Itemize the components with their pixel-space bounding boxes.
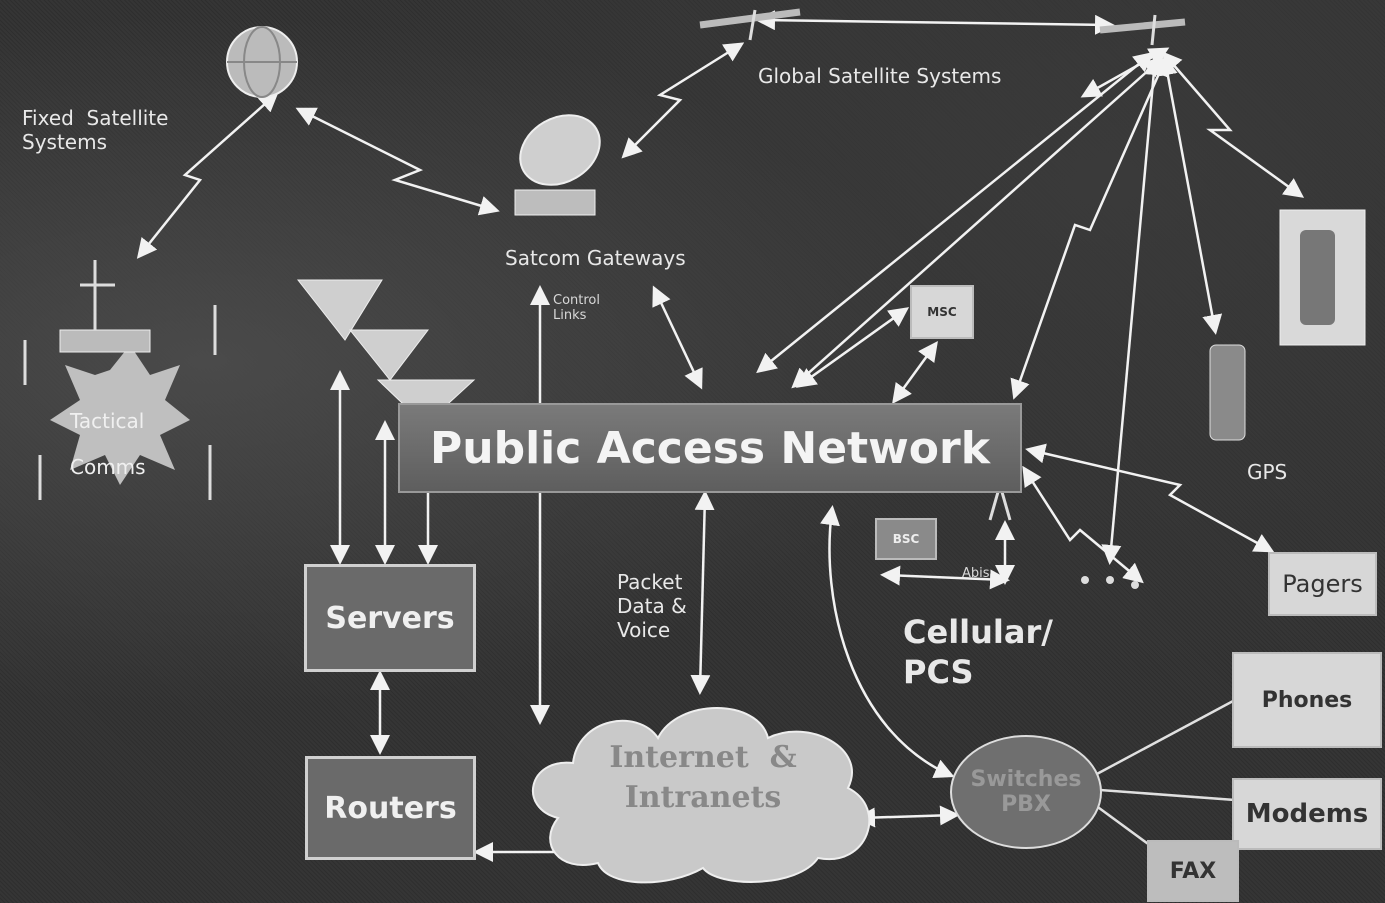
handheld-device-icon	[1209, 209, 1366, 441]
switches-pbx-label: Switches PBX	[970, 767, 1082, 817]
fax-box[interactable]: FAX	[1147, 840, 1239, 902]
label-packet-data-voice: Packet Data & Voice	[617, 570, 687, 642]
label-gps: GPS	[1247, 460, 1288, 484]
radio-antenna-icon	[23, 305, 217, 500]
label-satcom-gateways: Satcom Gateways	[505, 246, 686, 270]
routers-box[interactable]: Routers	[305, 756, 476, 860]
bsc-box[interactable]: BSC	[875, 518, 937, 560]
label-fixed-satellite-systems: Fixed Satellite Systems	[22, 106, 169, 154]
internet-cloud[interactable]: Internet & Intranets	[518, 688, 888, 888]
switches-pbx-node[interactable]: Switches PBX	[950, 735, 1102, 849]
label-global-satellite-systems: Global Satellite Systems	[758, 64, 1002, 88]
tactical-burst-shape	[50, 345, 190, 485]
public-access-network-bar[interactable]: Public Access Network	[398, 403, 1022, 493]
server-funnel-icons	[296, 279, 476, 426]
label-cellular-pcs: Cellular/ PCS	[903, 613, 1053, 691]
label-tactical-comms: Tactical Comms	[70, 409, 146, 479]
satellite-dish-icon	[514, 114, 601, 216]
pager-dots	[1081, 576, 1139, 589]
modems-box[interactable]: Modems	[1232, 778, 1382, 850]
globe-icon	[226, 26, 298, 98]
msc-box[interactable]: MSC	[910, 285, 974, 339]
ship-icon	[59, 260, 151, 353]
label-control-links: Control Links	[553, 293, 600, 323]
phones-box[interactable]: Phones	[1232, 652, 1382, 748]
pagers-box[interactable]: Pagers	[1268, 552, 1377, 616]
cloud-shape	[531, 707, 871, 884]
internet-label: Internet & Intranets	[609, 740, 797, 815]
satellite-icon	[699, 8, 1186, 46]
label-abis: Abis	[962, 566, 990, 581]
servers-box[interactable]: Servers	[304, 564, 476, 672]
